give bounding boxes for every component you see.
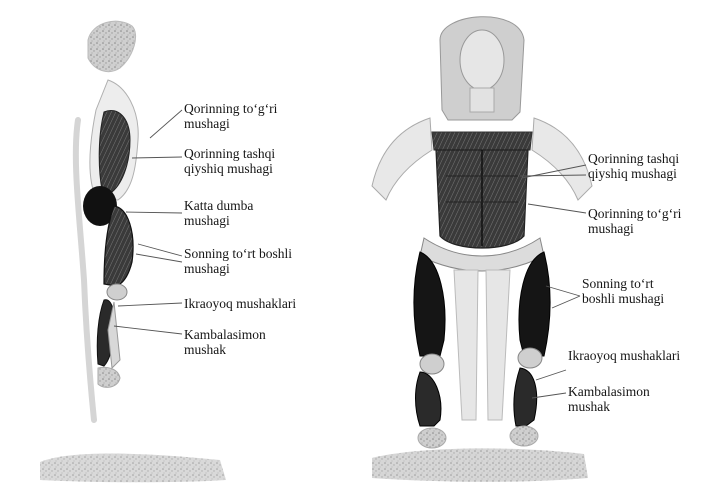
label-external-oblique-side: Qorinning tashqi qiyshiq mushagi xyxy=(184,146,275,176)
label-line: Ikraoyoq mushaklari xyxy=(568,348,680,363)
label-line: Kambalasimon xyxy=(568,384,650,399)
label-quadriceps-side: Sonning to‘rt boshli mushagi xyxy=(184,246,292,276)
front-face xyxy=(460,30,504,90)
front-inner-legs xyxy=(454,270,510,420)
front-chest xyxy=(432,132,532,150)
label-rectus-abdominis-side: Qorinning to‘g‘ri mushagi xyxy=(184,101,277,131)
label-gluteus-maximus-side: Katta dumba mushagi xyxy=(184,198,253,228)
label-line: qiyshiq mushagi xyxy=(588,166,679,181)
front-left-calf xyxy=(416,372,441,426)
label-quadriceps-front: Sonning to‘rt boshli mushagi xyxy=(582,276,664,306)
front-view-figure xyxy=(372,17,592,482)
side-head xyxy=(88,21,136,71)
label-line: qiyshiq mushagi xyxy=(184,161,275,176)
front-ground xyxy=(372,448,588,481)
label-line: mushagi xyxy=(184,261,292,276)
front-left-thigh xyxy=(414,252,445,356)
side-ground xyxy=(40,454,226,483)
label-soleus-side: Kambalasimon mushak xyxy=(184,327,266,357)
label-line: Qorinning to‘g‘ri xyxy=(588,206,681,221)
label-line: mushagi xyxy=(588,221,681,236)
label-line: Qorinning tashqi xyxy=(184,146,275,161)
label-line: mushagi xyxy=(184,213,253,228)
label-line: mushak xyxy=(568,399,650,414)
front-right-knee xyxy=(518,348,542,368)
front-neck xyxy=(470,88,494,112)
front-right-foot xyxy=(510,426,538,446)
front-left-knee xyxy=(420,354,444,374)
label-external-oblique-front: Qorinning tashqi qiyshiq mushagi xyxy=(588,151,679,181)
side-knee xyxy=(107,284,127,300)
label-line: Qorinning tashqi xyxy=(588,151,679,166)
front-left-foot xyxy=(418,428,446,448)
front-right-thigh xyxy=(519,252,550,356)
side-foot xyxy=(98,367,120,387)
label-line: Sonning to‘rt xyxy=(582,276,664,291)
label-line: mushak xyxy=(184,342,266,357)
label-calf-muscles-front: Ikraoyoq mushaklari xyxy=(568,348,680,363)
label-line: mushagi xyxy=(184,116,277,131)
label-calf-muscles-side: Ikraoyoq mushaklari xyxy=(184,296,296,311)
label-line: Ikraoyoq mushaklari xyxy=(184,296,296,311)
label-rectus-abdominis-front: Qorinning to‘g‘ri mushagi xyxy=(588,206,681,236)
label-line: Qorinning to‘g‘ri xyxy=(184,101,277,116)
label-line: boshli mushagi xyxy=(582,291,664,306)
label-line: Sonning to‘rt boshli xyxy=(184,246,292,261)
label-line: Kambalasimon xyxy=(184,327,266,342)
label-line: Katta dumba xyxy=(184,198,253,213)
front-right-calf xyxy=(514,368,537,426)
label-soleus-front: Kambalasimon mushak xyxy=(568,384,650,414)
